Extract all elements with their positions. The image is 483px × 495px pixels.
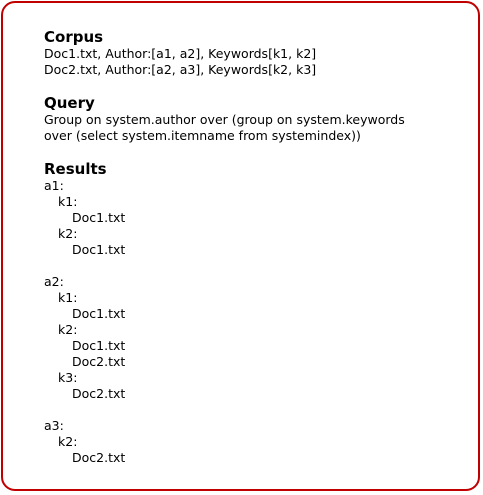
results-section: Results a1: k1: Doc1.txt k2: Doc1.txt a2… (44, 160, 474, 466)
result-group: a3: k2: Doc2.txt (44, 418, 474, 466)
result-keyword: k1: (58, 290, 78, 305)
group-gap (44, 258, 474, 274)
query-line: Group on system.author over (group on sy… (44, 112, 405, 127)
result-keyword: k1: (58, 194, 78, 209)
document-content: Corpus Doc1.txt, Author:[a1, a2], Keywor… (44, 28, 474, 466)
results-title: Results (44, 160, 107, 178)
query-title: Query (44, 94, 95, 112)
result-doc: Doc1.txt (72, 306, 126, 321)
section-gap (44, 144, 474, 160)
group-gap (44, 402, 474, 418)
result-doc: Doc2.txt (72, 450, 126, 465)
result-author: a2: (44, 274, 64, 289)
result-keyword: k2: (58, 322, 78, 337)
result-doc: Doc1.txt (72, 210, 126, 225)
result-keyword: k3: (58, 370, 78, 385)
corpus-line: Doc1.txt, Author:[a1, a2], Keywords[k1, … (44, 46, 317, 61)
corpus-title: Corpus (44, 28, 104, 46)
result-group: a1: k1: Doc1.txt k2: Doc1.txt (44, 178, 474, 258)
result-author: a3: (44, 418, 64, 433)
result-doc: Doc2.txt (72, 354, 126, 369)
result-doc: Doc1.txt (72, 242, 126, 257)
result-doc: Doc1.txt (72, 338, 126, 353)
result-doc: Doc2.txt (72, 386, 126, 401)
result-keyword: k2: (58, 434, 78, 449)
section-gap (44, 78, 474, 94)
result-author: a1: (44, 178, 64, 193)
result-keyword: k2: (58, 226, 78, 241)
query-section: Query Group on system.author over (group… (44, 94, 474, 144)
corpus-section: Corpus Doc1.txt, Author:[a1, a2], Keywor… (44, 28, 474, 78)
corpus-line: Doc2.txt, Author:[a2, a3], Keywords[k2, … (44, 62, 317, 77)
query-line: over (select system.itemname from system… (44, 128, 361, 143)
result-group: a2: k1: Doc1.txt k2: Doc1.txt Doc2.txt k… (44, 274, 474, 402)
